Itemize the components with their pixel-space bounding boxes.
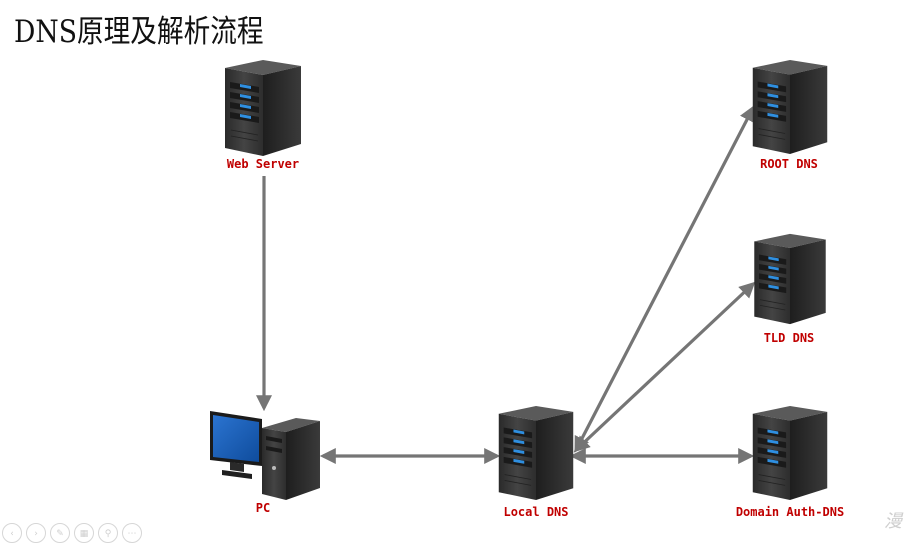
watermark-logo: 漫 xyxy=(884,511,902,532)
node-label-pc: PC xyxy=(256,501,270,515)
node-label-root-dns: ROOT DNS xyxy=(760,157,818,171)
node-local-dns: Local DNS xyxy=(498,405,574,519)
page-title: DNS原理及解析流程 xyxy=(14,14,264,50)
node-web-server: Web Server xyxy=(224,59,302,171)
node-root-dns: ROOT DNS xyxy=(752,59,828,171)
connections xyxy=(256,105,756,464)
next-icon[interactable]: › xyxy=(26,523,46,543)
more-icon[interactable]: ⋯ xyxy=(122,523,142,543)
server-tower-icon xyxy=(753,233,827,325)
desktop-computer-icon xyxy=(210,411,320,500)
server-tower-icon xyxy=(752,59,828,155)
dns-flow-diagram: Web Server ROOT DNS TLD DNS Local DNS Do… xyxy=(210,59,844,519)
server-tower-icon xyxy=(224,59,302,157)
slides-icon[interactable]: ▦ xyxy=(74,523,94,543)
server-tower-icon xyxy=(498,405,574,501)
node-auth-dns: Domain Auth-DNS xyxy=(736,405,844,519)
node-pc: PC xyxy=(210,411,320,515)
node-label-auth-dns: Domain Auth-DNS xyxy=(736,505,844,519)
arrow-localdns-tlddns xyxy=(573,281,756,453)
slide-toolbar: ‹ › ✎ ▦ ⚲ ⋯ xyxy=(0,517,180,543)
node-label-local-dns: Local DNS xyxy=(503,505,568,519)
arrow-localdns-rootdns xyxy=(574,105,755,453)
prev-icon[interactable]: ‹ xyxy=(2,523,22,543)
server-tower-icon xyxy=(752,405,828,501)
zoom-icon[interactable]: ⚲ xyxy=(98,523,118,543)
pen-icon[interactable]: ✎ xyxy=(50,523,70,543)
node-label-web-server: Web Server xyxy=(227,157,299,171)
node-label-tld-dns: TLD DNS xyxy=(764,331,815,345)
node-tld-dns: TLD DNS xyxy=(753,233,827,345)
